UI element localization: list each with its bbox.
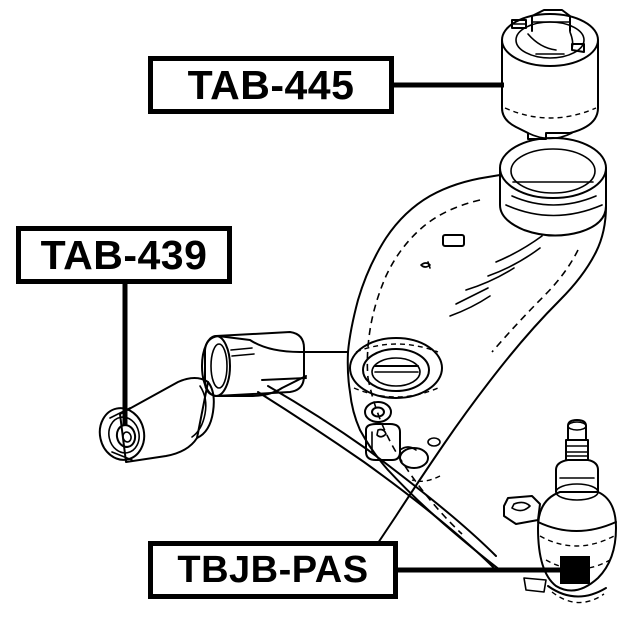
callout-box-tab-439[interactable]: TAB-439 [16,226,232,284]
callout-label-tab-445: TAB-445 [187,61,355,108]
leader-lines-group [122,82,590,584]
part-control-arm-body [201,137,607,571]
part-ball-joint-assembly [523,419,617,604]
part-tab-445-bushing [501,9,599,140]
callout-box-tab-445[interactable]: TAB-445 [148,56,394,114]
callout-label-tbjb-pas: TBJB-PAS [177,549,369,591]
ball-joint-marker-square [560,556,590,584]
part-tab-439-bushing [98,377,215,463]
callout-box-tbjb-pas[interactable]: TBJB-PAS [148,541,398,599]
callout-label-tab-439: TAB-439 [40,231,208,278]
